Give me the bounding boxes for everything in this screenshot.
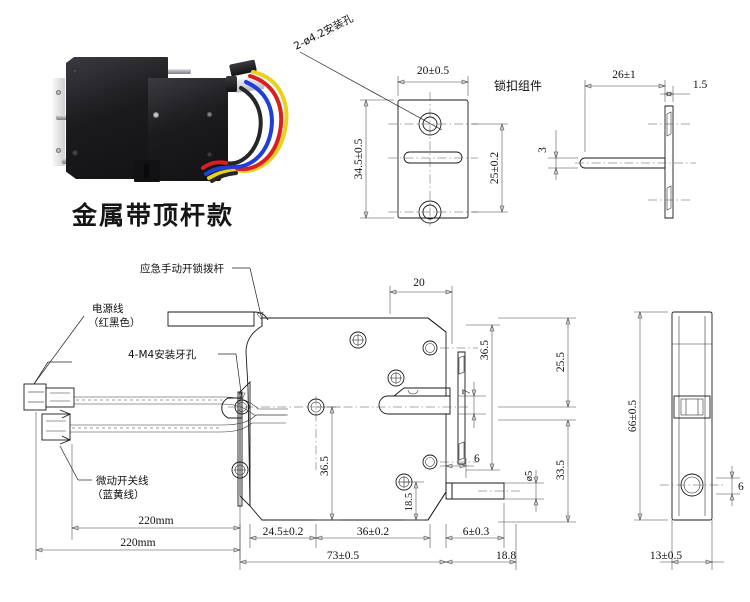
bracket-hole-bottom [56,148,61,153]
dim-cable-2: 220mm [120,537,155,549]
dim-lock-catch-height: 34.5±0.5 [353,138,365,179]
view-main-body: 电源线 （红黑色） 微动开关线 （蓝黄线） 4-M4安装牙孔 应急手动开锁拨杆 … [23,262,576,570]
dim-main-20: 20 [413,277,425,289]
label-switch-wire-sub: （蓝黄线） [92,488,145,501]
housing-hole-2 [72,150,78,156]
dim-end-height: 66±0.5 [627,400,639,432]
dim-main-36: 36±0.2 [357,526,389,538]
housing-hole-5 [207,152,212,157]
catch-plate [457,351,466,465]
product-caption-text: 金属带顶杆款 [72,201,235,230]
dim-main-73: 73±0.5 [327,550,359,562]
view-lock-catch-side: 26±1 1.5 3 [537,69,708,219]
top-pin [163,69,191,74]
lock-housing-notch [144,164,149,178]
view-end: 66±0.5 13±0.5 6 [627,311,744,570]
dim-side-rod: 3 [537,147,549,153]
switch-connector [41,409,72,445]
label-switch-wire: 微动开关线 [96,474,149,487]
dim-main-36-5-b: 36.5 [479,340,491,360]
wire-bundle [201,70,289,183]
dim-main-18-5: 18.5 [404,493,415,511]
dim-main-18-8: 18.8 [496,550,516,562]
dim-side-thickness: 1.5 [693,79,708,91]
view-lock-catch: 20±0.5 34.5±0.5 25±0.2 2-ø4.2安装孔 锁扣组件 [291,11,542,226]
label-power-wire-sub: （红黑色） [88,316,141,329]
dim-end-6: 6 [738,481,744,493]
dim-cable-1: 220mm [138,515,173,527]
bracket-plate [52,78,65,166]
screw-top-left [349,331,367,349]
product-caption: 金属带顶杆款 [72,196,234,232]
mount-hole-top-right [422,340,438,356]
callout-mounting-holes: 2-ø4.2安装孔 [291,11,355,52]
housing-hole-4 [207,112,212,117]
screw-mid [387,369,405,387]
view-title-lock-catch: 锁扣组件 [494,78,542,93]
dim-main-33-5: 33.5 [555,460,567,480]
wire-connector-black-2 [226,76,237,92]
dim-main-dia5: ø5 [524,471,535,482]
dim-main-25-5: 25.5 [555,352,567,372]
label-emergency-lever: 应急手动开锁拨杆 [140,262,224,275]
power-connector [23,383,75,411]
label-power-wire: 电源线 [92,302,124,315]
dim-side-length: 26±1 [612,69,636,81]
dim-main-36-5-a: 36.5 [319,456,331,476]
product-photo [48,42,298,202]
dim-lock-catch-hole-spacing: 25±0.2 [489,152,501,184]
dim-end-width: 13±0.5 [650,550,682,562]
dim-main-7: 7 [461,389,473,395]
label-mount-holes: 4-M4安装牙孔 [128,348,197,361]
housing-hole-3 [153,112,159,118]
dim-main-6-tol: 6±0.3 [463,526,490,538]
bracket-hole-top [56,90,61,95]
housing-hole-1 [72,68,78,74]
dim-main-24-5: 24.5±0.2 [263,526,304,538]
mount-hole-bottom-right [422,454,438,470]
dim-main-6-left: 6 [474,453,480,465]
dim-lock-catch-width: 20±0.5 [417,65,449,77]
